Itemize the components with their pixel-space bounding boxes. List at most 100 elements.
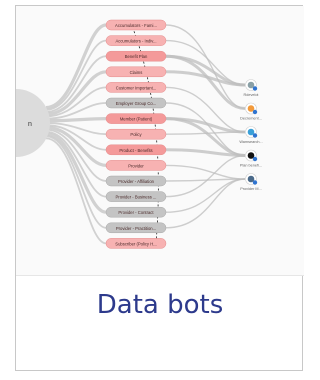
source-edge bbox=[45, 137, 107, 245]
bot-edge bbox=[165, 148, 246, 157]
bot-edge bbox=[165, 86, 246, 133]
robot-face-icon bbox=[247, 128, 255, 136]
graph-node: Accumulators - Fami... bbox=[105, 19, 167, 31]
lineage-graph-thumbnail: n Accumulators - Fami... Accumulators - In… bbox=[16, 6, 304, 276]
graph-node: Member (Patient) bbox=[105, 113, 167, 124]
graph-node-label: Provider - Business ... bbox=[116, 195, 157, 200]
source-edge bbox=[45, 117, 107, 123]
bot-node: Wamsearch... bbox=[239, 126, 263, 144]
graph-node-pill bbox=[105, 82, 167, 93]
source-edge bbox=[45, 128, 107, 182]
graph-node-label: Claims bbox=[130, 70, 143, 75]
graph-node-pill bbox=[105, 19, 167, 31]
graph-node-label: Accumulators - Indiv... bbox=[115, 39, 156, 44]
graph-node-pill bbox=[105, 175, 167, 187]
graph-node: Product - Benefits bbox=[105, 144, 167, 156]
bot-edge bbox=[165, 164, 246, 180]
bot-edge bbox=[165, 178, 246, 229]
data-bots-card[interactable]: n Accumulators - Fami... Accumulators - In… bbox=[15, 5, 304, 371]
source-edge bbox=[45, 124, 107, 151]
graph-node-pill bbox=[105, 113, 167, 124]
graph-node-pill bbox=[105, 66, 167, 78]
bot-label: Wamsearch... bbox=[239, 140, 262, 144]
source-edge bbox=[45, 86, 107, 118]
graph-node-pill bbox=[105, 97, 167, 109]
bot-node: Rdevelot bbox=[244, 79, 260, 97]
graph-node: Provider - Practition... bbox=[105, 222, 167, 234]
bot-node: Plan benefi... bbox=[240, 149, 262, 168]
bot-label: Decrement... bbox=[240, 117, 262, 121]
source-edge bbox=[45, 102, 107, 120]
graph-node-pill bbox=[105, 35, 167, 46]
bot-edge bbox=[165, 54, 246, 87]
source-edge bbox=[45, 39, 107, 111]
graph-node: Subscriber (Policy H... bbox=[105, 238, 167, 249]
source-edge bbox=[45, 130, 107, 198]
graph-node-label: Provider - Contract bbox=[118, 210, 154, 215]
bot-badge-icon bbox=[252, 109, 258, 115]
graph-node-pill bbox=[105, 238, 167, 249]
source-node-label: n bbox=[28, 121, 32, 128]
graph-node-label: Provider bbox=[128, 163, 144, 168]
bot-edge bbox=[165, 24, 246, 110]
source-edge bbox=[45, 125, 107, 167]
bot-edge bbox=[165, 70, 246, 87]
graph-node: Accumulators - Indiv... bbox=[105, 35, 167, 46]
graph-node-label: Product - Benefits bbox=[119, 148, 152, 153]
graph-node-pill bbox=[105, 50, 167, 62]
graph-node: Employer Group Co... bbox=[105, 97, 167, 109]
graph-node: Provider - Business ... bbox=[105, 191, 167, 202]
source-edge bbox=[45, 122, 107, 136]
graph-node-label: Accumulators - Fami... bbox=[115, 23, 157, 28]
person-icon bbox=[247, 175, 255, 183]
graph-node-pill bbox=[105, 191, 167, 202]
bot-badge-icon bbox=[252, 156, 258, 162]
graph-node-pill bbox=[105, 128, 167, 140]
graph-node: Provider - Contract bbox=[105, 206, 167, 218]
graph-node-label: Member (Patient) bbox=[120, 117, 153, 122]
bot-badge-icon bbox=[252, 133, 258, 138]
globe-icon bbox=[247, 81, 255, 89]
source-node bbox=[16, 89, 50, 157]
flame-icon bbox=[247, 105, 255, 112]
lineage-graph: n Accumulators - Fami... Accumulators - In… bbox=[16, 19, 263, 249]
bot-edge bbox=[165, 54, 246, 110]
graph-node-pill bbox=[105, 206, 167, 218]
bot-label: Rdevelot bbox=[244, 93, 260, 97]
source-edge bbox=[45, 55, 107, 113]
bot-edge bbox=[165, 39, 246, 86]
graph-node-label: Customer Important... bbox=[116, 85, 157, 90]
bot-node: Decrement... bbox=[240, 102, 262, 121]
source-edge bbox=[45, 135, 107, 229]
bot-label: Provider M... bbox=[240, 187, 262, 191]
graph-node: Claims bbox=[105, 66, 167, 78]
graph-node-label: Provider - Practition... bbox=[116, 226, 156, 231]
graph-node: Customer Important... bbox=[105, 82, 167, 93]
graph-node-pill bbox=[105, 222, 167, 234]
bot-edge bbox=[165, 178, 246, 182]
graph-node: Benefit Plan bbox=[105, 50, 167, 62]
graph-node: Policy bbox=[105, 128, 167, 140]
graph-edges bbox=[45, 23, 246, 245]
bot-edge bbox=[165, 154, 246, 198]
source-edge bbox=[45, 132, 107, 214]
source-edge bbox=[45, 23, 107, 110]
graph-node-label: Policy bbox=[130, 132, 142, 137]
graph-node-pill bbox=[105, 160, 167, 171]
bot-badge-icon bbox=[252, 86, 258, 91]
bot-edge bbox=[165, 102, 246, 157]
card-title: Data bots bbox=[96, 290, 224, 320]
graph-node-label: Provider - Affiliation bbox=[118, 179, 155, 184]
graph-node-pill bbox=[105, 144, 167, 156]
bot-label: Plan benefi... bbox=[240, 164, 262, 168]
bot-node: Provider M... bbox=[240, 173, 262, 191]
bot-badge-icon bbox=[252, 180, 258, 185]
graph-node: Provider - Affiliation bbox=[105, 175, 167, 187]
source-edge bbox=[45, 70, 107, 116]
graph-node-label: Benefit Plan bbox=[125, 54, 148, 59]
graph-node-label: Subscriber (Policy H... bbox=[115, 241, 156, 246]
graph-node-label: Employer Group Co... bbox=[116, 101, 157, 106]
umbrella-icon bbox=[247, 152, 255, 159]
graph-node: Provider bbox=[105, 160, 167, 171]
bot-edge bbox=[165, 131, 246, 135]
